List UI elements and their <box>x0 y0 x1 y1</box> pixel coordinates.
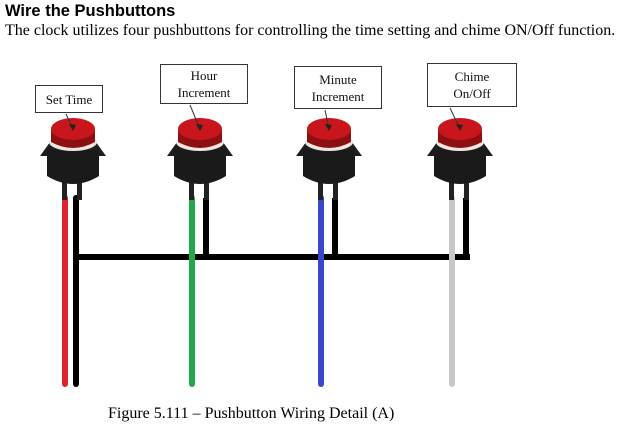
button-body-icon <box>434 150 486 184</box>
arrowhead-icon <box>196 124 203 131</box>
pushbutton-minute-increment <box>296 109 362 200</box>
pin-icon <box>449 178 454 200</box>
label-text-line2: Increment <box>311 88 365 104</box>
arrowhead-icon <box>456 124 463 131</box>
button-body-icon <box>303 150 355 184</box>
pin-icon <box>204 178 209 200</box>
pushbutton-chime-on-off <box>427 107 493 200</box>
button-body-icon <box>174 150 226 184</box>
pushbutton-hour-increment <box>167 104 233 200</box>
pin-icon <box>189 178 194 200</box>
pin-icon <box>318 178 323 200</box>
label-text-line2: Increment <box>177 85 231 100</box>
label-minute-increment: Minute Increment <box>294 66 382 109</box>
arrowhead-icon <box>325 124 332 131</box>
pin-icon <box>77 178 82 200</box>
arrowhead-icon <box>69 124 76 131</box>
label-text-line1: Hour <box>190 68 218 83</box>
description-paragraph: The clock utilizes four pushbuttons for … <box>5 22 616 39</box>
figure-caption: Figure 5.111 – Pushbutton Wiring Detail … <box>108 405 395 422</box>
pin-icon <box>464 178 469 200</box>
label-hour-increment: Hour Increment <box>160 64 248 104</box>
pushbutton-set-time <box>40 113 106 200</box>
pin-icon <box>62 178 67 200</box>
button-body-icon <box>47 150 99 184</box>
label-chime-on-off: Chime On/Off <box>427 63 517 107</box>
section-heading: Wire the Pushbuttons <box>5 2 176 20</box>
label-set-time: Set Time <box>35 85 103 113</box>
label-text-line1: Minute <box>319 71 357 87</box>
label-text: Set Time <box>45 91 93 107</box>
pin-icon <box>333 178 338 200</box>
label-text-line1: Chime <box>454 69 490 84</box>
chime-on-off-ground-leg <box>463 198 470 260</box>
label-text-line2: On/Off <box>453 86 491 101</box>
